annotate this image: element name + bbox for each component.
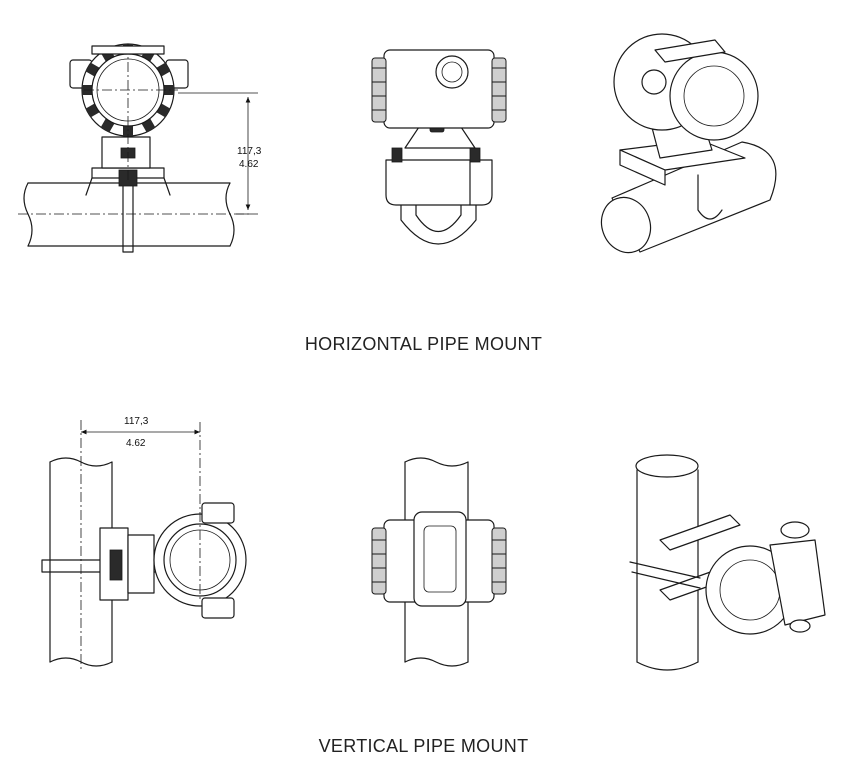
vertical-front-view: 117,3 4.62 xyxy=(41,416,247,672)
horizontal-pipe-mount-caption: HORIZONTAL PIPE MOUNT xyxy=(304,334,543,354)
vertical-dimension-imperial: 4.62 xyxy=(126,438,146,449)
horizontal-side-view xyxy=(371,49,507,245)
vertical-dimension-metric: 117,3 xyxy=(124,416,149,427)
horizontal-dimension-metric: 117,3 xyxy=(237,146,262,157)
vertical-pipe-mount-caption: VERTICAL PIPE MOUNT xyxy=(318,736,529,756)
horizontal-isometric-view xyxy=(600,33,777,254)
vertical-isometric-view xyxy=(629,454,826,671)
horizontal-dimension-imperial: 4.62 xyxy=(239,159,259,170)
cover-rib xyxy=(162,85,174,95)
vertical-side-view xyxy=(371,457,507,667)
horizontal-front-view: 117,3 4.62 xyxy=(18,43,262,253)
